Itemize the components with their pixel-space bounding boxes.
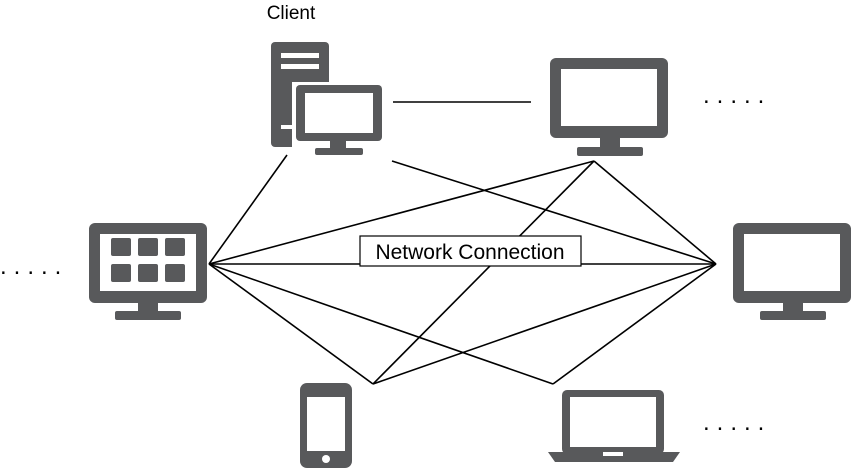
network-connection-label: Network Connection — [375, 241, 564, 264]
ellipsis-top-right: ..... — [703, 82, 771, 109]
monitor-right-icon — [733, 223, 851, 320]
edge-monitor-right-laptop — [552, 263, 717, 385]
monitor-top-right-icon — [550, 58, 668, 156]
edge-monitor-left-monitor-top-right — [208, 160, 595, 265]
edge-monitor-top-right-phone — [372, 160, 595, 385]
laptop-icon — [548, 390, 680, 462]
edge-monitor-left-phone — [208, 263, 374, 385]
network-connection-label-box: Network Connection — [359, 235, 582, 267]
edge-client-monitor-right — [391, 160, 717, 265]
client-server-icon — [271, 42, 386, 160]
smartphone-icon — [300, 383, 352, 468]
edge-monitor-right-phone — [372, 263, 717, 385]
ellipsis-bottom-right: ..... — [703, 409, 771, 436]
edge-client-monitor-left — [208, 154, 288, 265]
client-label: Client — [267, 3, 316, 24]
ellipsis-left: ..... — [0, 253, 68, 280]
edge-monitor-top-right-laptop — [593, 160, 717, 265]
monitor-left-app-grid-icon — [89, 223, 207, 320]
edge-monitor-left-laptop — [208, 263, 554, 385]
